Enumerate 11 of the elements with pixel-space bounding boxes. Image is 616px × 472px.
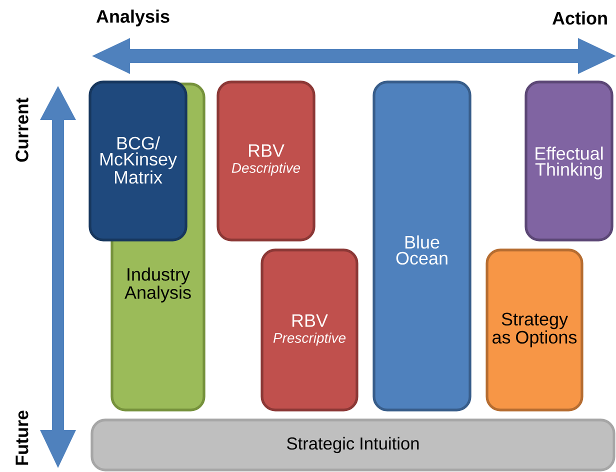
axis-label: Action [552,11,607,25]
strategy-box: Strategy as Options [486,248,584,412]
axis-label: Analysis [96,10,170,26]
strategy-box: RBV Prescriptive [260,248,358,412]
strategy-box: Effectual Thinking [524,80,614,242]
axis-label: Future [16,410,28,465]
label-band: Strategic Intuition [90,418,616,472]
strategy-box: RBV Descriptive [216,80,316,242]
strategy-box: Blue Ocean [372,80,472,412]
axis-label: Current [16,98,28,162]
strategy-box: BCG/ McKinsey Matrix [88,80,188,242]
